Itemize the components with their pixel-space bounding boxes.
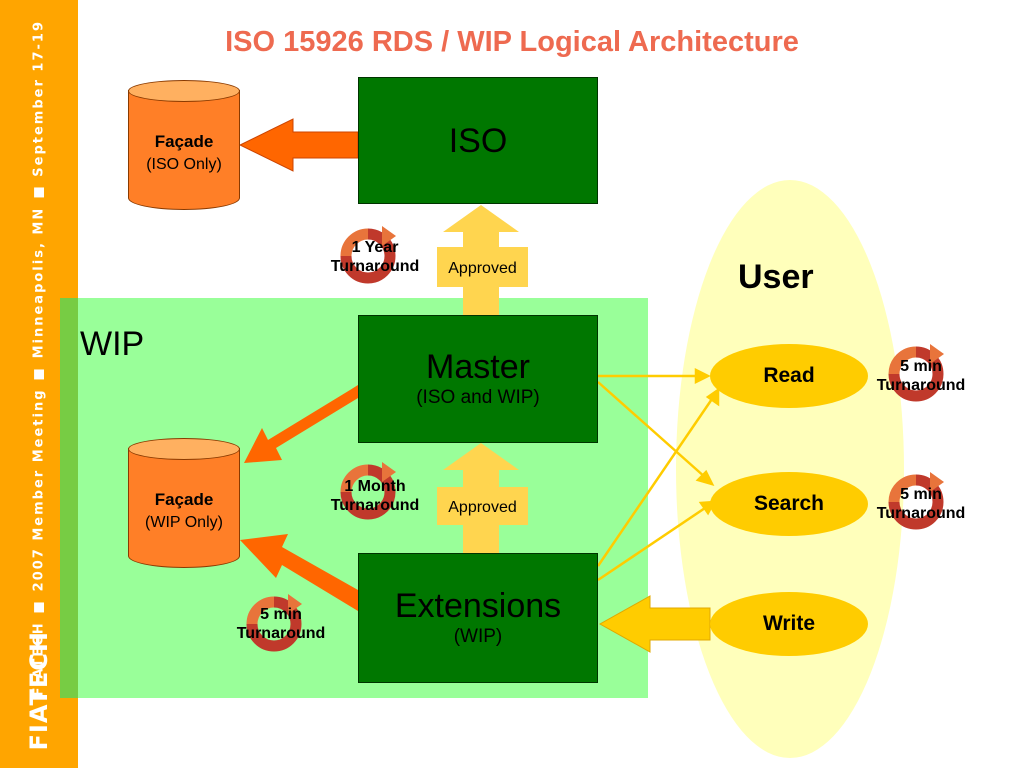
master-box-subtitle: (ISO and WIP): [416, 387, 540, 408]
facade-wip-subtitle: (WIP Only): [145, 514, 223, 531]
cycle-label-wip-facade: 5 min Turnaround: [236, 606, 326, 642]
wip-region-edge: [60, 298, 78, 698]
master-box-title: Master: [426, 348, 530, 386]
facade-iso-title: Façade: [154, 132, 214, 151]
facade-iso-subtitle: (ISO Only): [146, 156, 222, 173]
extensions-to-read-line: [596, 395, 716, 567]
cycle-label-search: 5 min Turnaround: [876, 486, 966, 522]
cycle-label-read: 5 min Turnaround: [876, 358, 966, 394]
cycle-label-iso: 1 Year Turnaround: [330, 239, 420, 275]
facade-wip-title: Façade: [154, 490, 214, 509]
approval-arrow-upper: [437, 205, 528, 315]
user-region: [676, 180, 904, 758]
extensions-box-subtitle: (WIP): [453, 626, 503, 647]
extensions-to-search-line: [597, 504, 709, 582]
user-label: User: [738, 258, 814, 296]
approved-label-lower: Approved: [448, 499, 517, 516]
cycle-label-master: 1 Month Turnaround: [330, 478, 420, 514]
extensions-to-facade-arrow: [240, 534, 358, 611]
wip-label: WIP: [80, 325, 145, 363]
facade-iso-cylinder: Façade (ISO Only): [128, 80, 240, 216]
iso-box-title: ISO: [448, 121, 508, 160]
approval-arrow-lower: [437, 443, 528, 553]
approved-label-upper: Approved: [448, 260, 517, 277]
iso-box: ISO: [358, 77, 598, 204]
write-to-extensions-arrow: [598, 595, 711, 653]
read-action: Read: [710, 344, 868, 408]
search-action: Search: [710, 472, 868, 536]
facade-wip-cylinder: Façade (WIP Only): [128, 438, 240, 574]
extensions-box-title: Extensions: [394, 587, 562, 625]
slide-title: ISO 15926 RDS / WIP Logical Architecture: [225, 26, 799, 58]
write-action: Write: [710, 592, 868, 656]
iso-to-facade-arrow: [238, 118, 359, 172]
extensions-box: Extensions (WIP): [358, 553, 598, 683]
master-to-facade-arrow: [244, 380, 366, 463]
master-box: Master (ISO and WIP): [358, 315, 598, 443]
master-to-search-line: [597, 381, 707, 479]
